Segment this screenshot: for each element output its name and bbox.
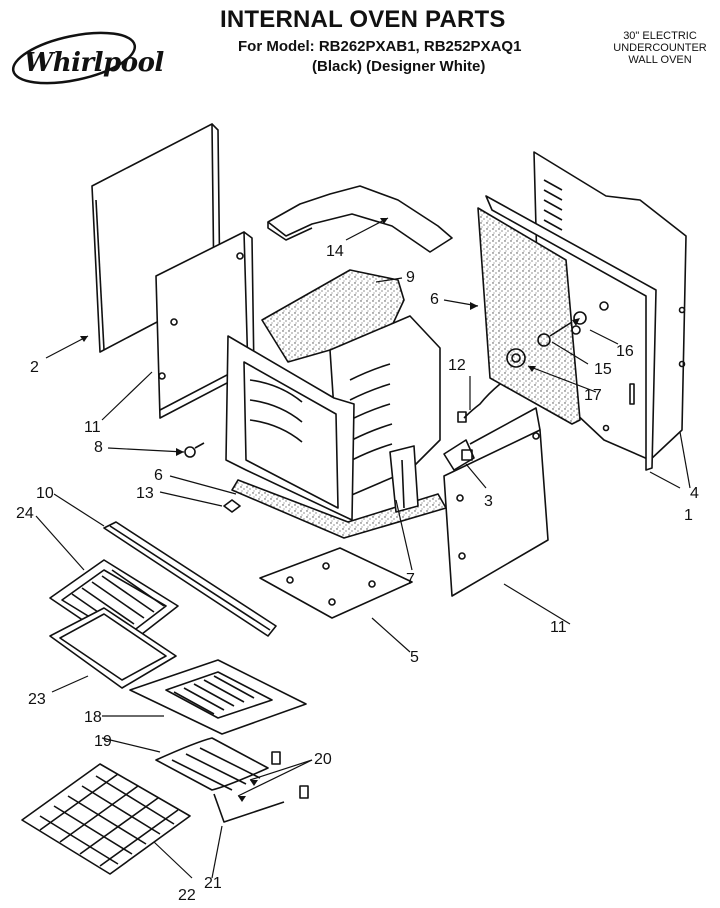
screw-part: [184, 442, 205, 458]
callout-10: 10: [36, 485, 54, 502]
rear-insulation: [477, 207, 581, 425]
meat-probe-jack: [506, 348, 526, 368]
element-cover: [129, 659, 307, 735]
callout-4: 4: [690, 485, 699, 502]
callout-1: 1: [684, 507, 693, 524]
callout-7: 7: [406, 571, 415, 588]
wire-harness: [457, 383, 501, 423]
callout-11-left: 11: [84, 419, 101, 436]
callout-14: 14: [326, 243, 344, 260]
color-variants: (Black) (Designer White): [312, 58, 486, 75]
callout-9: 9: [406, 269, 415, 286]
callout-6-rear: 6: [430, 291, 439, 308]
callout-23: 23: [28, 691, 46, 708]
rear-shield: [485, 195, 657, 471]
callout-16: 16: [616, 343, 634, 360]
bottom-insulation: [223, 479, 447, 539]
whirlpool-logo: Whirlpool: [6, 20, 164, 90]
oven-rack: [21, 763, 191, 875]
terminal-block: [443, 439, 475, 471]
leader-arrowheads: [80, 218, 580, 802]
product-line-1: 30" ELECTRIC: [623, 30, 697, 42]
callout-labels: 1 2 3 4 5 6 6 7 8 9 10 11 11 12 13 14 15…: [16, 243, 699, 904]
callout-5: 5: [410, 649, 419, 666]
oven-front-frame: [225, 335, 355, 521]
callout-17: 17: [584, 387, 602, 404]
brand-name: Whirlpool: [24, 48, 164, 78]
callout-21: 21: [204, 875, 222, 892]
leader-lines: [35, 217, 691, 879]
product-line-2: UNDERCOUNTER: [613, 42, 707, 54]
callout-8: 8: [94, 439, 103, 456]
callout-20: 20: [314, 751, 332, 768]
callout-11-right: 11: [550, 619, 567, 636]
callout-19: 19: [94, 733, 112, 750]
callout-13: 13: [136, 485, 154, 502]
bake-element: [155, 737, 309, 823]
trim-strip: [103, 521, 277, 637]
callout-3: 3: [484, 493, 493, 510]
product-line-3: WALL OVEN: [628, 54, 692, 66]
callout-24: 24: [16, 505, 34, 522]
broil-pan: [49, 607, 177, 689]
bottom-plate: [259, 547, 413, 619]
callout-2: 2: [30, 359, 39, 376]
callout-18: 18: [84, 709, 102, 726]
callout-22: 22: [178, 887, 196, 904]
right-side-shield: [443, 407, 549, 597]
logo-swoosh-icon: [11, 31, 137, 85]
product-description: 30" ELECTRIC UNDERCOUNTER WALL OVEN: [600, 30, 720, 66]
broil-pan-grid: [49, 559, 179, 649]
callout-15: 15: [594, 361, 612, 378]
page-title: INTERNAL OVEN PARTS: [220, 6, 506, 33]
element-bracket: [389, 445, 419, 513]
vent-duct: [267, 185, 453, 253]
callout-12: 12: [448, 357, 466, 374]
model-line: For Model: RB262PXAB1, RB252PXAQ1: [238, 38, 522, 55]
thermostat-sensor: [537, 311, 587, 347]
callout-6-bottom: 6: [154, 467, 163, 484]
